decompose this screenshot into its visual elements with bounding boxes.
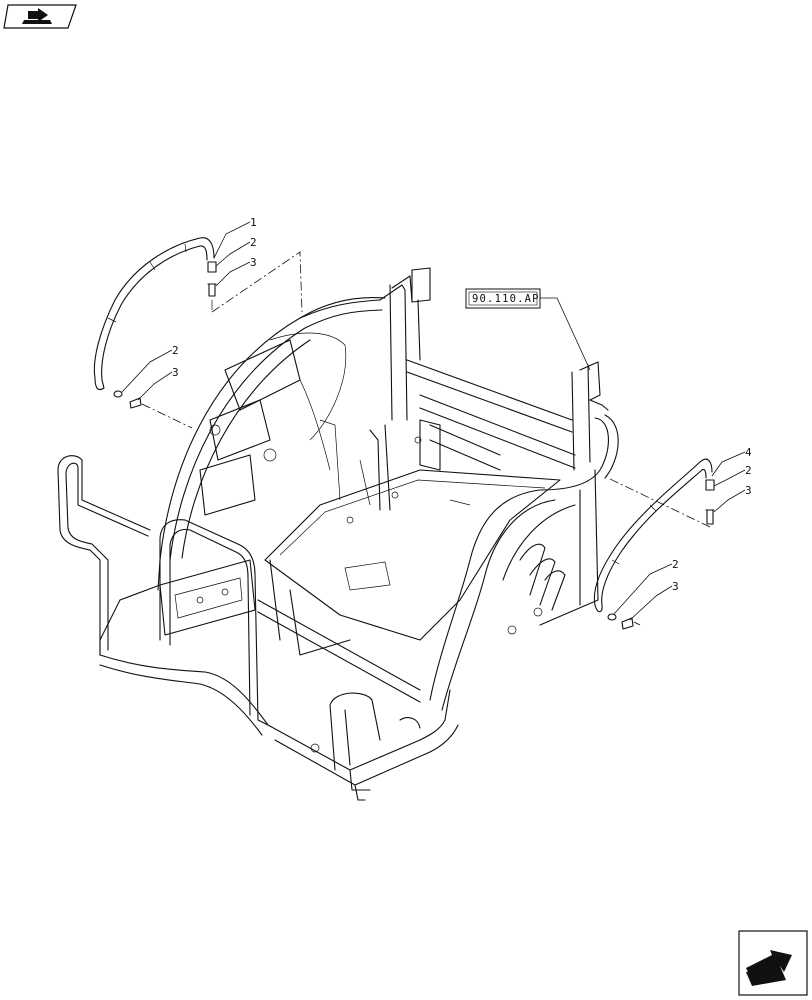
reference-link[interactable]: 90.110.AP (465, 288, 541, 309)
right-clip-bottom (607, 613, 617, 621)
book-arrow-icon (28, 8, 48, 22)
callout-right-bolt-bottom: 3 (672, 580, 679, 593)
left-hose-assembly (93, 237, 217, 409)
leader-lines (121, 221, 746, 621)
callout-left-clip-bottom: 2 (172, 344, 179, 357)
alignment-lines (141, 251, 711, 626)
cab-frame (57, 267, 619, 801)
reference-label: 90.110.AP (472, 293, 540, 305)
callout-left-hose: 1 (250, 216, 257, 229)
callout-left-bolt-top: 3 (250, 256, 257, 269)
callout-right-clip-top: 2 (745, 464, 752, 477)
left-clip-bottom (113, 390, 123, 398)
callout-left-clip-top: 2 (250, 236, 257, 249)
left-clip-top (207, 261, 217, 273)
callout-left-bolt-bottom: 3 (172, 366, 179, 379)
left-bolt-top (207, 283, 217, 297)
next-page-button[interactable] (738, 930, 808, 996)
right-bolt-bottom (621, 617, 634, 630)
right-bolt-top (705, 509, 715, 525)
callout-right-bolt-top: 3 (745, 484, 752, 497)
left-bolt-bottom (129, 397, 142, 409)
catalog-nav-icon[interactable] (3, 4, 77, 29)
right-clip-top (705, 479, 715, 491)
right-hose-assembly (593, 458, 715, 630)
callout-right-hose: 4 (745, 446, 752, 459)
callout-labels: 1 2 3 2 3 4 2 3 2 3 (172, 216, 752, 593)
callout-right-clip-bottom: 2 (672, 558, 679, 571)
